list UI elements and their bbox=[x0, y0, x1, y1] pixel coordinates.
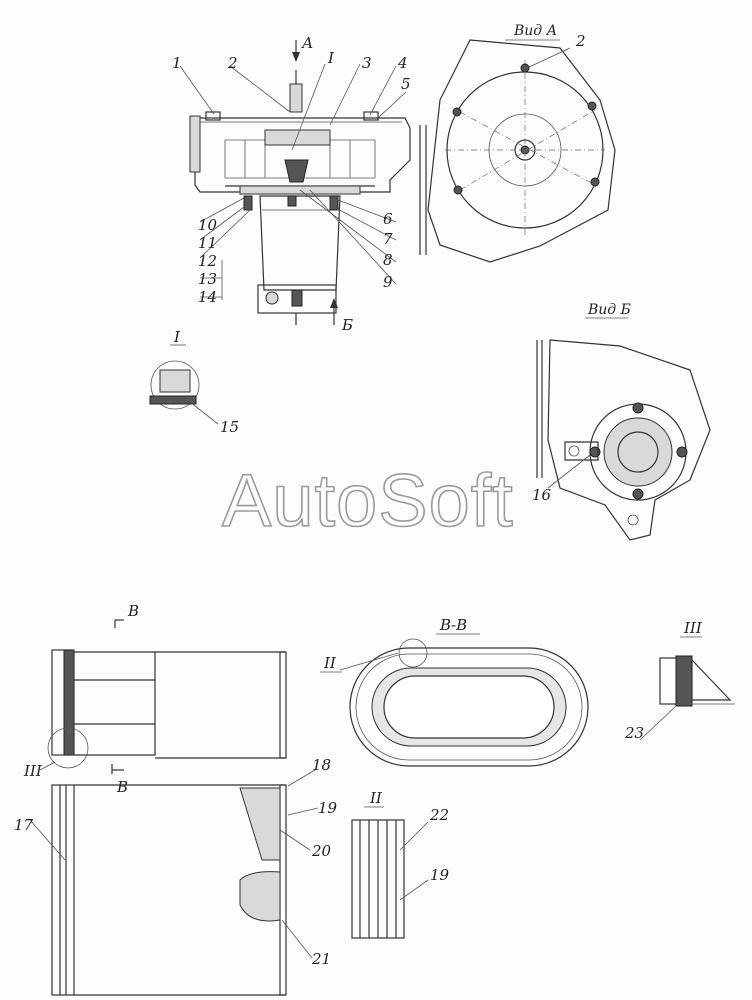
view-a: Вид А 2 bbox=[419, 23, 616, 263]
cut-label-top: В bbox=[127, 602, 139, 620]
arrow-a-label: А bbox=[301, 34, 313, 52]
section-bb: В-В II bbox=[320, 616, 589, 767]
callout-7: 7 bbox=[383, 230, 393, 248]
view-a-callout-2: 2 bbox=[575, 32, 586, 50]
detail-3: III 23 bbox=[624, 619, 735, 742]
filter-side-view: В В III 17 18 19 20 21 bbox=[14, 602, 338, 996]
callout-3: 3 bbox=[362, 54, 372, 72]
callout-6: 6 bbox=[383, 210, 393, 228]
view-b-title: Вид Б bbox=[587, 302, 631, 318]
arrow-b-label: Б bbox=[341, 316, 353, 334]
section-bb-title: В-В bbox=[439, 616, 467, 634]
view-a-title: Вид А bbox=[513, 23, 557, 39]
section-detail-2-marker: II bbox=[323, 654, 337, 672]
watermark: AutoSoft bbox=[221, 458, 514, 543]
callout-19: 19 bbox=[318, 799, 338, 817]
assembly-main-view: 1 2 3 4 5 6 7 8 9 10 11 12 13 14 I А Б bbox=[172, 34, 411, 334]
detail-2-callout-19: 19 bbox=[430, 866, 450, 884]
detail-3-title: III bbox=[683, 619, 703, 637]
callout-21: 21 bbox=[311, 950, 331, 968]
callout-8: 8 bbox=[383, 251, 393, 269]
callout-11: 11 bbox=[198, 234, 217, 252]
callout-2: 2 bbox=[227, 54, 238, 72]
callout-13: 13 bbox=[198, 270, 217, 288]
callout-20: 20 bbox=[311, 842, 332, 860]
callout-15: 15 bbox=[220, 418, 239, 436]
callout-10: 10 bbox=[198, 216, 218, 234]
callout-14: 14 bbox=[198, 288, 217, 306]
callout-9: 9 bbox=[383, 273, 393, 291]
callout-17: 17 bbox=[14, 816, 34, 834]
detail-2: II 22 19 bbox=[351, 789, 450, 939]
detail-marker-1: I bbox=[327, 49, 335, 67]
detail-3-marker: III bbox=[23, 762, 43, 780]
view-b: Вид Б 16 bbox=[532, 302, 711, 541]
callout-18: 18 bbox=[312, 756, 331, 774]
detail-1: I 15 bbox=[149, 328, 239, 436]
detail-2-title: II bbox=[369, 789, 383, 807]
cut-label-bottom: В bbox=[116, 778, 128, 796]
callout-12: 12 bbox=[198, 252, 217, 270]
callout-1: 1 bbox=[172, 54, 182, 72]
callout-4: 4 bbox=[397, 54, 408, 72]
callout-23: 23 bbox=[624, 724, 644, 742]
callout-22: 22 bbox=[429, 806, 449, 824]
callout-5: 5 bbox=[401, 75, 411, 93]
callout-16: 16 bbox=[532, 486, 552, 504]
detail-1-title: I bbox=[173, 328, 181, 346]
